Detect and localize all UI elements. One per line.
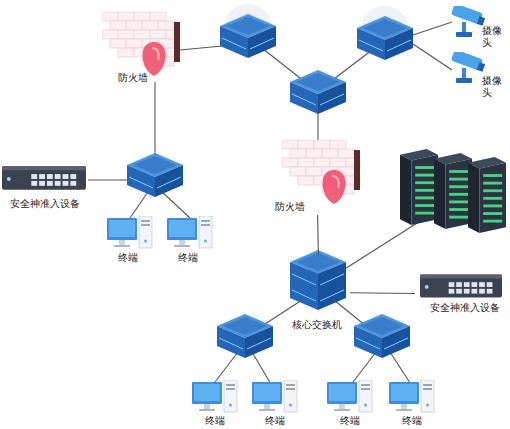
device-label: 终端: [340, 415, 360, 427]
device-node: 摄像头: [440, 58, 510, 98]
device-node: 终端: [390, 375, 435, 427]
device-node: 终端: [253, 375, 298, 427]
device-label: 摄像头: [482, 75, 510, 99]
device-node: 安全神准入设备: [0, 160, 105, 215]
device-label: 防火墙: [118, 72, 148, 84]
device-label: 终端: [265, 415, 285, 427]
device-node: 防火墙: [272, 140, 362, 215]
device-label: 核心交换机: [292, 319, 342, 331]
device-label: 安全神准入设备: [10, 198, 80, 210]
device-node: 终端: [168, 210, 213, 265]
device-label: 安全神准入设备: [430, 302, 500, 314]
device-label: 防火墙: [275, 201, 305, 213]
device-label: 终端: [118, 252, 138, 264]
device-label: 终端: [205, 415, 225, 427]
device-label: 终端: [178, 252, 198, 264]
device-node: 摄像头: [440, 12, 510, 50]
device-node: 终端: [108, 210, 153, 265]
device-node: 核心交换机: [288, 255, 350, 330]
device-node: 终端: [193, 375, 238, 427]
network-link: [317, 215, 319, 255]
network-link: [350, 292, 415, 294]
device-label: 终端: [402, 415, 422, 427]
device-label: 摄像头: [482, 25, 510, 49]
device-node: 安全神准入设备: [415, 268, 510, 320]
device-node: 终端: [328, 375, 373, 427]
device-node: 防火墙: [100, 8, 190, 88]
